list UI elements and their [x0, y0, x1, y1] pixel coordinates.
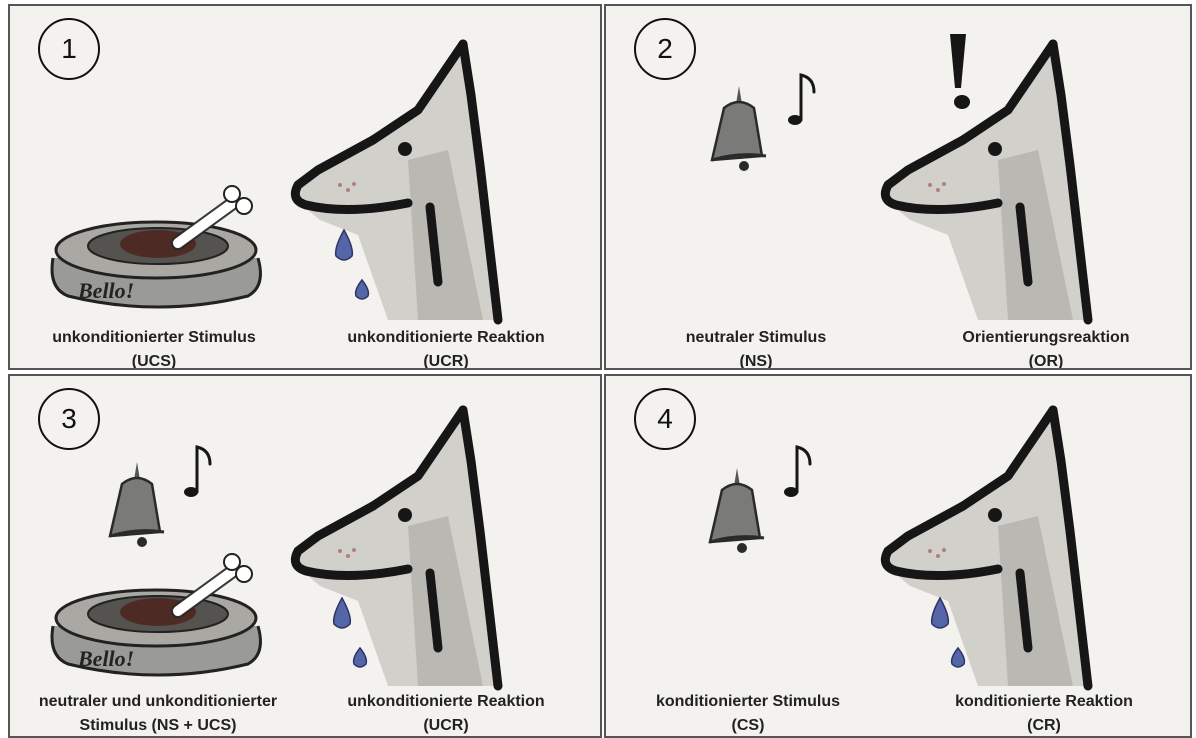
exclamation-mark	[950, 34, 966, 88]
left-label-line2: (CS)	[731, 717, 765, 734]
music-note-illustration	[182, 445, 212, 499]
panel-2-illustration	[710, 34, 1192, 370]
bowl-text: Bello!	[77, 646, 134, 671]
panel-1-illustration: Bello!	[10, 6, 602, 370]
panel-3-illustration: Bello!	[10, 376, 602, 738]
left-label: unkonditionierter Stimulus (UCS)	[10, 326, 304, 370]
left-label: konditionierter Stimulus (CS)	[606, 690, 898, 736]
step-number: 4	[634, 388, 696, 450]
right-label-line2: (UCR)	[423, 353, 469, 370]
bell-illustration	[108, 460, 166, 549]
right-label-line1: konditionierte Reaktion	[955, 693, 1133, 710]
right-label: unkonditionierte Reaktion (UCR)	[296, 690, 596, 736]
dog-head-illustration	[295, 410, 498, 686]
panel-2: 2 neutraler Stimulus (NS) Orientierungsr…	[604, 4, 1192, 370]
left-label-line2: (UCS)	[131, 353, 177, 370]
panel-1: Bello! 1 unkonditionierter Stimulus (UCS…	[8, 4, 602, 370]
right-label-line2: (CR)	[1027, 717, 1061, 734]
left-label-line1: neutraler Stimulus	[685, 329, 827, 346]
step-number: 1	[38, 18, 100, 80]
right-label-line1: unkonditionierte Reaktion	[347, 693, 545, 710]
step-number: 2	[634, 18, 696, 80]
panel-4: 4 konditionierter Stimulus (CS) konditio…	[604, 374, 1192, 738]
right-label: unkonditionierte Reaktion (UCR)	[296, 326, 596, 370]
dog-head-illustration	[885, 44, 1088, 320]
right-label: Orientierungsreaktion (OR)	[896, 326, 1190, 370]
right-label: konditionierte Reaktion (CR)	[894, 690, 1190, 736]
right-label-line2: (OR)	[1028, 353, 1064, 370]
left-label: neutraler Stimulus (NS)	[606, 326, 906, 370]
bell-illustration	[708, 466, 766, 555]
bowl-text: Bello!	[77, 278, 134, 303]
left-label-line2: Stimulus (NS + UCS)	[79, 717, 237, 734]
left-label: neutraler und unkonditionierter Stimulus…	[10, 690, 308, 736]
left-label-line1: unkonditionierter Stimulus	[52, 329, 256, 346]
panel-4-illustration	[708, 376, 1192, 738]
left-label-line2: (NS)	[739, 353, 773, 370]
panel-3: Bello! 3 neutraler und unkonditionierter…	[8, 374, 602, 738]
left-label-line1: konditionierter Stimulus	[655, 693, 840, 710]
dog-head-illustration	[295, 44, 498, 320]
step-number: 3	[38, 388, 100, 450]
left-label-line1: neutraler und unkonditionierter	[38, 693, 278, 710]
bell-illustration	[710, 84, 768, 173]
dog-head-illustration	[885, 410, 1088, 686]
right-label-line2: (UCR)	[423, 717, 469, 734]
right-label-line1: unkonditionierte Reaktion	[347, 329, 545, 346]
music-note-illustration	[782, 445, 812, 499]
right-label-line1: Orientierungsreaktion	[962, 329, 1130, 346]
music-note-illustration	[786, 73, 816, 127]
